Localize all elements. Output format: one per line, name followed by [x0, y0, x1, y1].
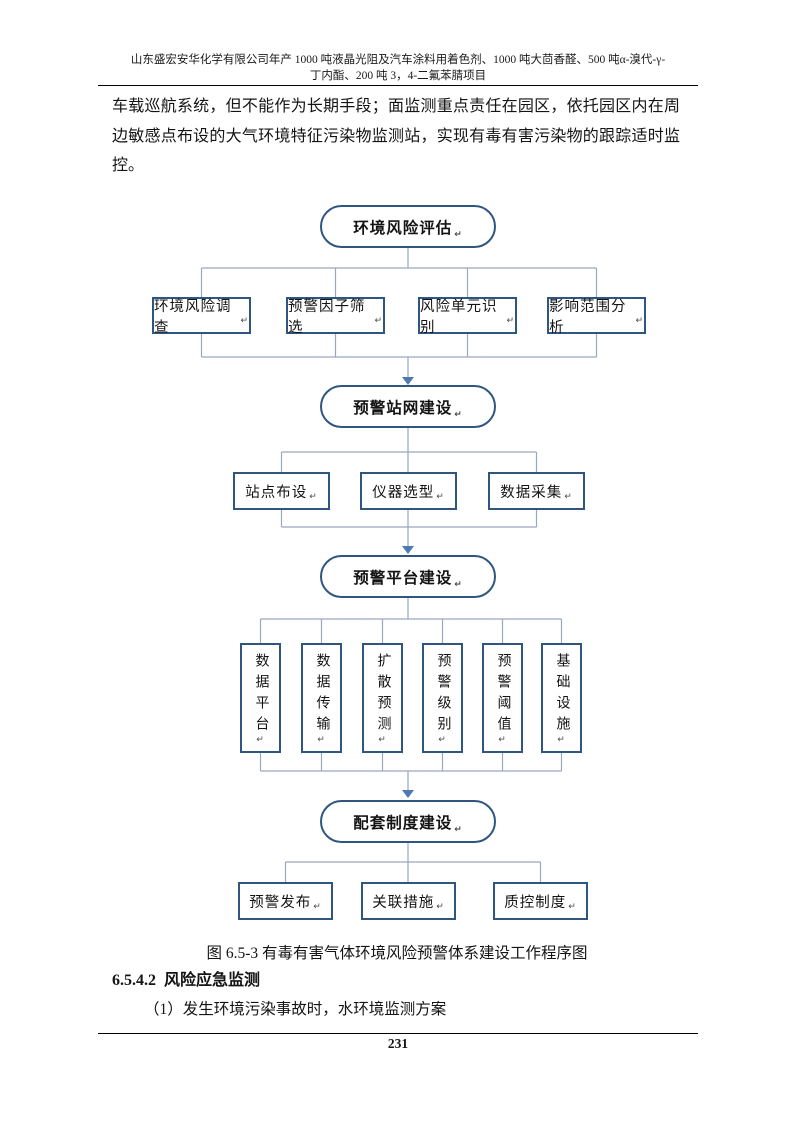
flow-box-data-collection: 数据采集↵ — [488, 472, 585, 510]
flow-box-label: 预警发布 — [249, 894, 312, 911]
header-rule — [98, 85, 698, 86]
flow-box-warning-release: 预警发布↵ — [238, 882, 333, 920]
section-title: 风险应急监测 — [164, 972, 261, 989]
flow-box-label: 预警级别 — [435, 653, 451, 737]
figure-caption: 图 6.5-3 有毒有害气体环境风险预警体系建设工作程序图 — [206, 945, 588, 962]
flow-box-instrument-selection: 仪器选型↵ — [360, 472, 457, 510]
flow-box-related-measures: 关联措施↵ — [361, 882, 456, 920]
flow-stage4-ellipse: 配套制度建设↵ — [320, 800, 496, 843]
flow-box-label: 基础设施 — [554, 653, 570, 737]
page-header: 山东盛宏安华化学有限公司年产 1000 吨液晶光阻及汽车涂料用着色剂、1000 … — [98, 52, 698, 84]
flow-box-factor-screening: 预警因子筛选 ↵ — [286, 297, 385, 336]
flow-box-label: 预警阈值 — [495, 653, 511, 737]
header-line-2: 丁内酯、200 吨 3，4-二氟苯腈项目 — [309, 70, 487, 82]
paragraph-mark: ↵ — [240, 316, 249, 326]
flow-stage1-label: 环境风险评估 — [353, 219, 453, 237]
paragraph-mark: ↵ — [438, 735, 447, 745]
paragraph-mark: ↵ — [557, 735, 566, 745]
paragraph-mark: ↵ — [309, 492, 318, 502]
paragraph-mark: ↵ — [454, 410, 463, 420]
paragraph-mark: ↵ — [564, 492, 573, 502]
flow-stage3-label: 预警平台建设 — [353, 569, 453, 587]
flow-box-data-platform: 数据平台↵ — [240, 643, 281, 753]
section-number: 6.5.4.2 — [112, 972, 156, 989]
flow-box-diffusion-forecast: 扩散预测↵ — [362, 643, 403, 753]
flow-stage2-ellipse: 预警站网建设↵ — [320, 385, 496, 428]
page-number: 231 — [387, 1036, 409, 1051]
paragraph-mark: ↵ — [436, 492, 445, 502]
paragraph-mark: ↵ — [635, 316, 644, 326]
flow-box-label: 站点布设 — [245, 484, 308, 501]
flow-stage1-ellipse: 环境风险评估↵ — [320, 205, 496, 248]
flow-box-warning-level: 预警级别↵ — [422, 643, 463, 753]
flow-stage2-label: 预警站网建设 — [353, 399, 453, 417]
paragraph-mark: ↵ — [498, 735, 507, 745]
paragraph-mark: ↵ — [454, 230, 463, 240]
flow-box-label: 质控制度 — [504, 894, 567, 911]
flow-box-impact-scope: 影响范围分析 ↵ — [547, 297, 646, 336]
flow-box-label: 影响范围分析 — [549, 298, 627, 336]
flow-stage4-label: 配套制度建设 — [353, 814, 453, 832]
flow-box-label: 扩散预测 — [375, 653, 391, 737]
flow-box-station-layout: 站点布设↵ — [233, 472, 330, 510]
body-paragraph: 车载巡航系统，但不能作为长期手段；面监测重点责任在园区，依托园区内在周边敏感点布… — [112, 98, 680, 174]
paragraph-mark: ↵ — [568, 902, 577, 912]
footer-rule — [98, 1033, 698, 1034]
paragraph-mark: ↵ — [454, 580, 463, 590]
list-item-text: （1）发生环境污染事故时，水环境监测方案 — [144, 1001, 447, 1018]
paragraph-mark: ↵ — [506, 316, 515, 326]
flow-box-label: 数据采集 — [500, 484, 563, 501]
paragraph-mark: ↵ — [256, 735, 265, 745]
paragraph-mark: ↵ — [313, 902, 322, 912]
flow-box-quality-control: 质控制度↵ — [493, 882, 588, 920]
flow-box-risk-survey: 环境风险调查 ↵ — [152, 297, 251, 336]
flow-stage3-ellipse: 预警平台建设↵ — [320, 555, 496, 598]
paragraph-mark: ↵ — [454, 825, 463, 835]
flow-box-label: 预警因子筛选 — [288, 298, 366, 336]
flow-box-label: 数据传输 — [314, 653, 330, 737]
paragraph-mark: ↵ — [436, 902, 445, 912]
flow-box-infrastructure: 基础设施↵ — [541, 643, 582, 753]
paragraph-mark: ↵ — [378, 735, 387, 745]
flow-box-label: 关联措施 — [372, 894, 435, 911]
flow-box-unit-identification: 风险单元识别 ↵ — [418, 297, 517, 336]
flow-box-label: 仪器选型 — [372, 484, 435, 501]
section-heading: 6.5.4.2 风险应急监测 — [112, 966, 260, 990]
flow-box-data-transmission: 数据传输↵ — [301, 643, 342, 753]
paragraph-mark: ↵ — [317, 735, 326, 745]
header-line-1: 山东盛宏安华化学有限公司年产 1000 吨液晶光阻及汽车涂料用着色剂、1000 … — [130, 54, 666, 66]
flow-box-label: 环境风险调查 — [154, 298, 232, 336]
paragraph-mark: ↵ — [374, 316, 383, 326]
flow-box-warning-threshold: 预警阈值↵ — [482, 643, 523, 753]
flow-box-label: 风险单元识别 — [420, 298, 498, 336]
flow-box-label: 数据平台 — [253, 653, 269, 737]
